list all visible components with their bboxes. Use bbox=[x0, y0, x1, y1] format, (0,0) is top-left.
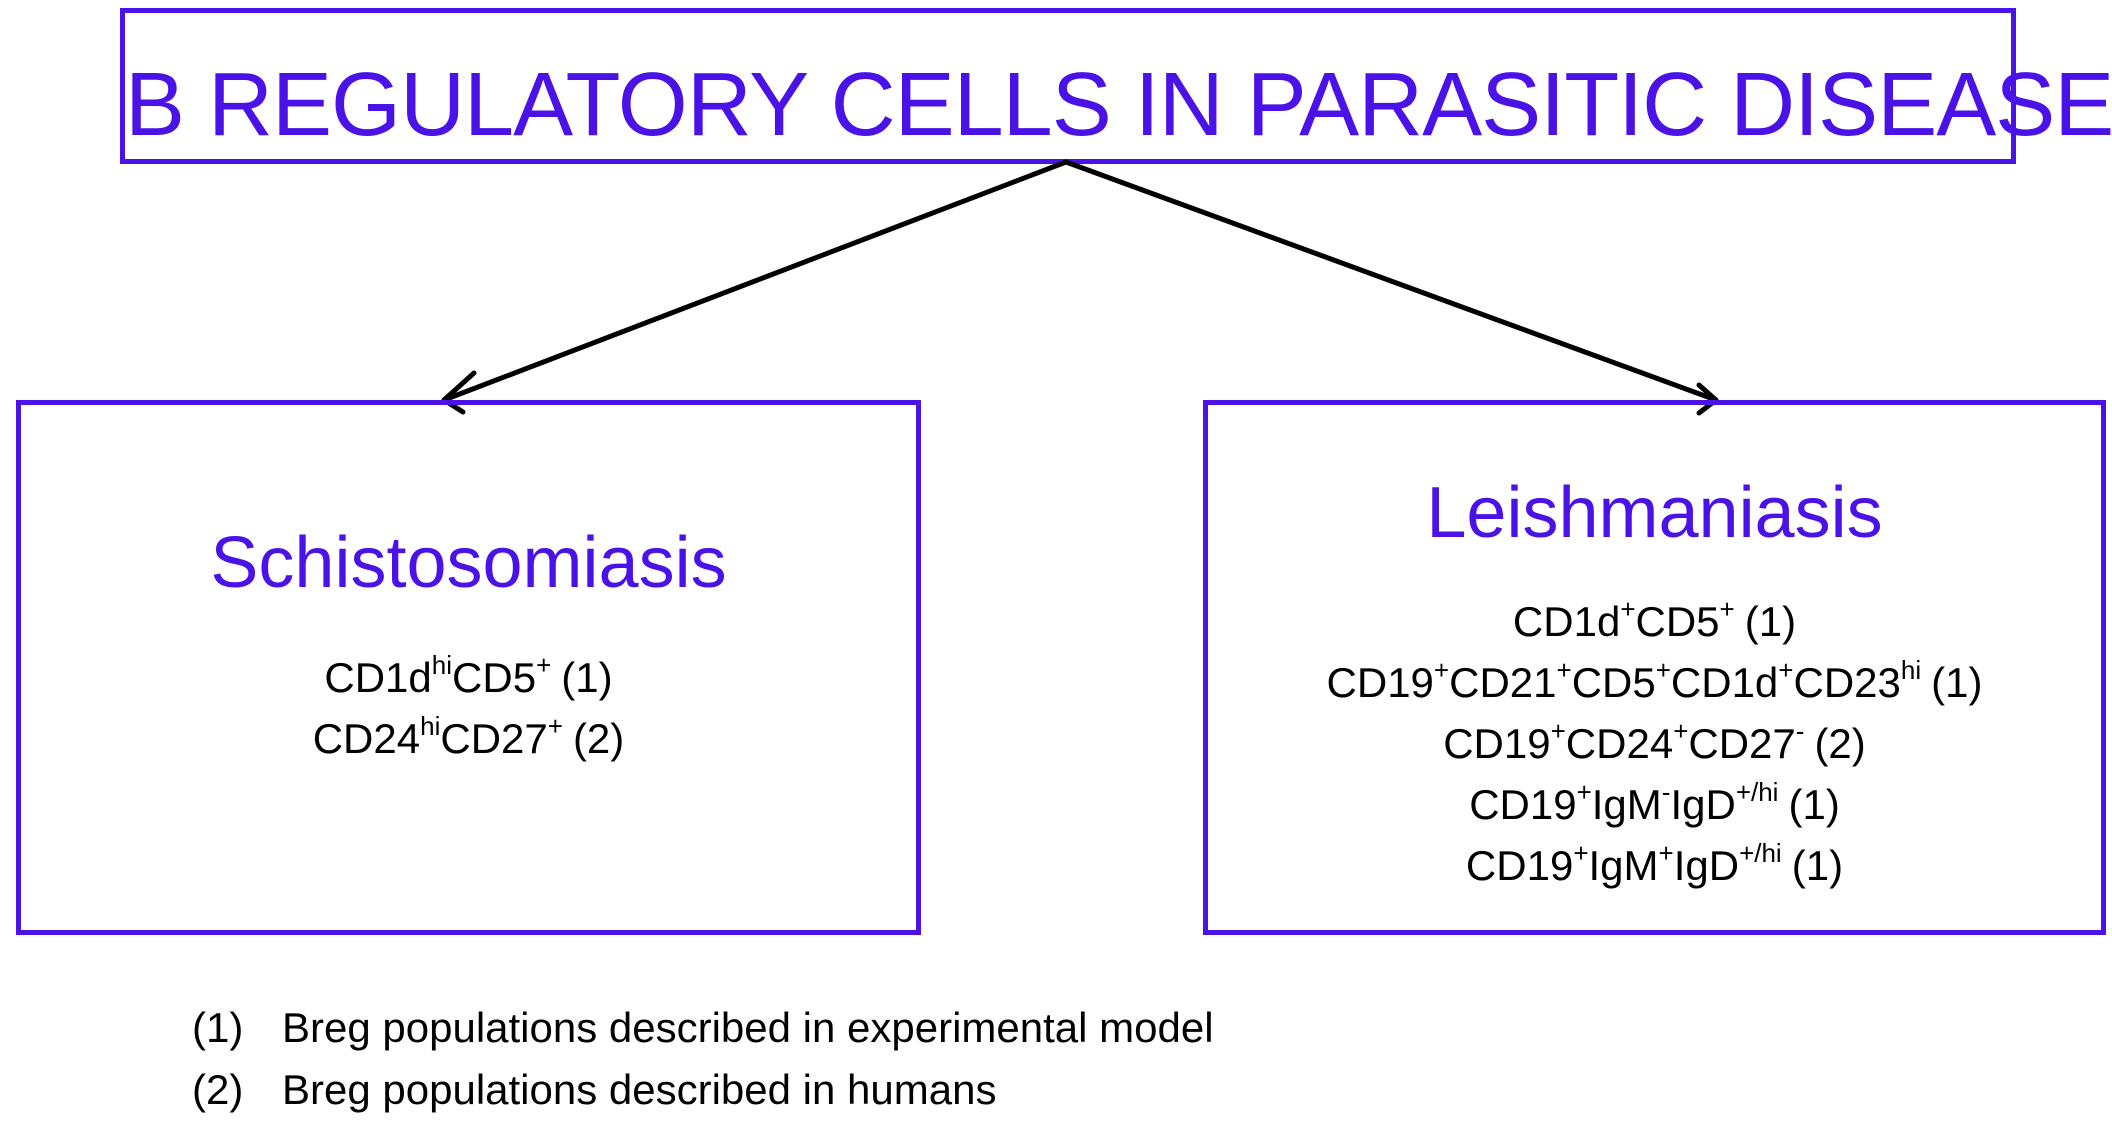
marker-reference: (1) bbox=[1788, 781, 1840, 828]
title-box: B REGULATORY CELLS IN PARASITIC DISEASES bbox=[120, 8, 2112, 164]
schistosomiasis-box: Schistosomiasis CD1dhiCD5+(1)CD24hiCD27+… bbox=[16, 400, 921, 935]
marker-name: IgD bbox=[1670, 781, 1736, 828]
marker-expression: + bbox=[1556, 655, 1572, 685]
marker-name: IgM bbox=[1588, 842, 1659, 889]
marker-name: IgM bbox=[1591, 781, 1662, 828]
marker-reference: (1) bbox=[1791, 842, 1844, 889]
marker-expression: - bbox=[1795, 716, 1805, 746]
disease-title-schistosomiasis: Schistosomiasis bbox=[210, 523, 727, 603]
marker-name: CD1d bbox=[1670, 659, 1779, 706]
marker-line: CD19+IgM-IgD+/hi (1) bbox=[1208, 774, 2101, 835]
marker-expression: + bbox=[1778, 655, 1794, 685]
footnote-number: (1) bbox=[192, 1004, 244, 1051]
marker-name: CD27 bbox=[440, 715, 548, 762]
marker-name: CD19 bbox=[1469, 781, 1577, 828]
marker-expression: + bbox=[547, 711, 563, 741]
marker-reference: (1) bbox=[1744, 598, 1797, 645]
marker-expression: + bbox=[1433, 655, 1450, 685]
footnote: (2) Breg populations described in humans bbox=[192, 1059, 1214, 1121]
marker-name: CD19 bbox=[1465, 842, 1574, 889]
marker-expression: + bbox=[536, 650, 552, 680]
marker-line: CD1dhiCD5+ (1) bbox=[21, 647, 916, 708]
marker-reference: (1) bbox=[561, 654, 613, 701]
marker-name: CD19 bbox=[1326, 659, 1434, 706]
marker-line: CD1d+CD5+(1) bbox=[1208, 591, 2101, 652]
marker-expression: + bbox=[1573, 838, 1589, 868]
marker-expression: hi bbox=[420, 711, 441, 741]
marker-reference: (2) bbox=[1814, 720, 1866, 767]
footnote-text: Breg populations described in humans bbox=[282, 1066, 997, 1113]
marker-name: CD19 bbox=[1443, 720, 1551, 767]
marker-name: IgD bbox=[1673, 842, 1740, 889]
marker-name: CD27 bbox=[1688, 720, 1796, 767]
marker-expression: + bbox=[1673, 716, 1689, 746]
marker-expression: + bbox=[1719, 594, 1735, 624]
footnote: (1) Breg populations described in experi… bbox=[192, 997, 1214, 1059]
marker-line: CD19+CD21+CD5+CD1d+CD23hi(1) bbox=[1208, 652, 2101, 713]
marker-name: CD5 bbox=[452, 654, 537, 701]
marker-expression: + bbox=[1550, 716, 1566, 746]
marker-expression: +/hi bbox=[1735, 777, 1779, 807]
marker-list-leishmaniasis: CD1d+CD5+(1)CD19+CD21+CD5+CD1d+CD23hi(1)… bbox=[1208, 591, 2101, 896]
marker-expression: hi bbox=[431, 650, 453, 680]
arrow-to-schistosomiasis bbox=[441, 159, 1069, 403]
marker-line: CD19+IgM+IgD+/hi(1) bbox=[1208, 835, 2101, 896]
marker-name: CD21 bbox=[1449, 659, 1557, 706]
marker-expression: +/hi bbox=[1739, 838, 1782, 868]
footnotes: (1) Breg populations described in experi… bbox=[192, 997, 1214, 1121]
marker-expression: - bbox=[1661, 777, 1671, 807]
diagram-title: B REGULATORY CELLS IN PARASITIC DISEASES bbox=[125, 55, 2112, 155]
arrow-to-leishmaniasis bbox=[1063, 159, 1719, 403]
marker-expression: + bbox=[1658, 838, 1674, 868]
marker-name: CD1d bbox=[324, 654, 432, 701]
marker-list-schistosomiasis: CD1dhiCD5+(1)CD24hiCD27+(2) bbox=[21, 647, 916, 769]
marker-name: CD1d bbox=[1512, 598, 1621, 645]
marker-name: CD24 bbox=[312, 715, 421, 762]
marker-expression: + bbox=[1576, 777, 1592, 807]
footnote-text: Breg populations described in experiment… bbox=[282, 1004, 1214, 1051]
marker-name: CD23 bbox=[1793, 659, 1901, 706]
marker-line: CD19+CD24+CD27-(2) bbox=[1208, 713, 2101, 774]
marker-reference: (1) bbox=[1931, 659, 1983, 706]
leishmaniasis-box: Leishmaniasis CD1d+CD5+(1)CD19+CD21+CD5+… bbox=[1203, 400, 2106, 935]
marker-name: CD24 bbox=[1565, 720, 1674, 767]
marker-expression: hi bbox=[1900, 655, 1922, 685]
marker-line: CD24hiCD27+ (2) bbox=[21, 708, 916, 769]
marker-reference: (2) bbox=[572, 715, 625, 762]
marker-expression: + bbox=[1620, 594, 1636, 624]
disease-title-leishmaniasis: Leishmaniasis bbox=[1426, 473, 1883, 553]
marker-name: CD5 bbox=[1571, 659, 1656, 706]
marker-name: CD5 bbox=[1635, 598, 1720, 645]
marker-expression: + bbox=[1655, 655, 1671, 685]
footnote-number: (2) bbox=[192, 1066, 244, 1113]
